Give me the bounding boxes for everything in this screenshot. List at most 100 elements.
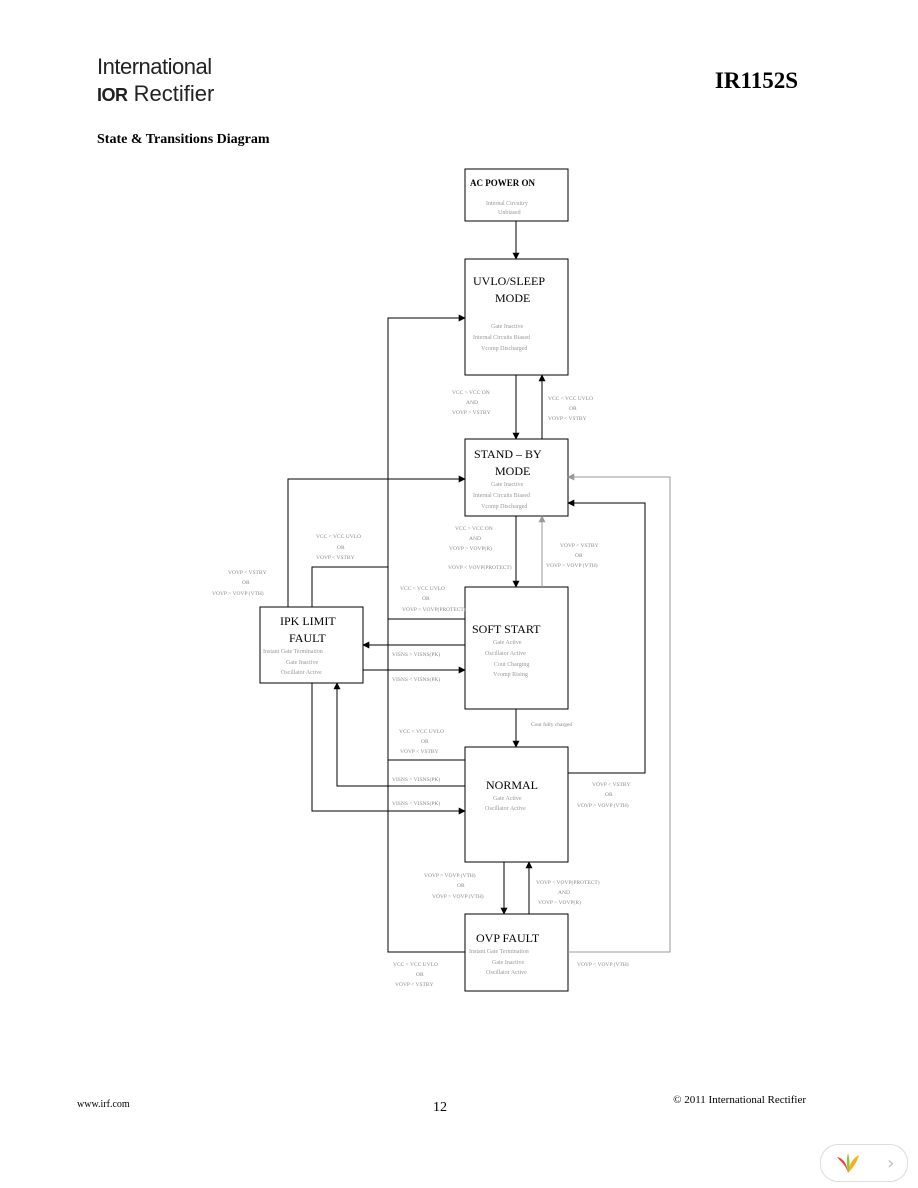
condition-ovp-to-normal: VOVP < VOVP(PROTECT) AND VOVP > VOVP(R) (536, 879, 600, 906)
svg-text:VOVP < VSTBY: VOVP < VSTBY (548, 416, 587, 422)
svg-text:VOVP > VOVP (VTH): VOVP > VOVP (VTH) (212, 590, 264, 597)
condition-standby-to-soft: VCC > VCC ON AND VOVP > VOVP(R) VOVP < V… (448, 526, 512, 571)
svg-text:VOVP > VOVP (VTH): VOVP > VOVP (VTH) (577, 802, 629, 809)
svg-text:VOVP > VOVP (VTH): VOVP > VOVP (VTH) (424, 872, 476, 879)
faint-transition-lines (538, 473, 671, 953)
arrow-ipk-to-standby (287, 475, 466, 607)
svg-text:VOVP < VOVP(PROTECT): VOVP < VOVP(PROTECT) (402, 606, 466, 613)
condition-normal-to-ovp: VOVP > VOVP (VTH) OR VOVP > VOVP (VTH) (424, 872, 484, 900)
svg-text:VCC > VCC ON: VCC > VCC ON (452, 390, 490, 396)
state-soft-start: SOFT START Gate Active Oscillator Active… (464, 586, 569, 710)
svg-text:AND: AND (558, 890, 570, 896)
svg-text:VOVP > VSTBY: VOVP > VSTBY (452, 410, 491, 416)
arrow-normal-to-standby (567, 499, 646, 774)
state-standby: STAND – BY MODE Gate Inactive Internal C… (464, 438, 569, 517)
state-title: IPK LIMIT (280, 614, 336, 628)
arrow-ovp-to-standby (567, 473, 671, 953)
svg-text:AND: AND (466, 400, 478, 406)
condition-soft-to-normal: Cout fully charged (531, 721, 572, 728)
svg-text:OR: OR (457, 883, 465, 889)
state-detail: Unbiased (498, 210, 521, 216)
svg-text:VOVP < VSTBY: VOVP < VSTBY (560, 543, 599, 549)
state-normal: NORMAL Gate Active Oscillator Active (464, 746, 569, 863)
transition-lines (287, 221, 646, 953)
state-detail: Gate Active (493, 796, 522, 802)
state-detail: Instant Gate Termination (263, 649, 323, 655)
viewer-widget[interactable]: › (820, 1144, 908, 1182)
state-detail: Gate Inactive (491, 324, 523, 330)
state-detail: Vcomp Discharged (481, 346, 527, 352)
logo-rectifier-text: Rectifier (133, 81, 215, 106)
svg-text:VOVP < VSTBY: VOVP < VSTBY (400, 749, 439, 755)
condition-uvlo-to-standby: VCC > VCC ON AND VOVP > VSTBY (452, 390, 491, 416)
logo-international: International (97, 54, 212, 79)
condition-ovp-to-standby: VOVP < VOVP (VTH) (577, 961, 629, 968)
state-detail: Gate Inactive (492, 960, 524, 966)
state-detail: Oscillator Active (486, 970, 527, 976)
condition-ipk-to-normal: VISNS < VISNS(PK) (392, 800, 440, 807)
svg-text:OR: OR (422, 596, 430, 602)
state-detail: Internal Circuits Biased (473, 493, 530, 499)
state-detail: Oscillator Active (485, 806, 526, 812)
svg-text:VCC < VCC UVLO: VCC < VCC UVLO (400, 586, 445, 592)
logo-ior-mark: IOR (97, 85, 128, 105)
state-detail: Vcomp Rising (493, 672, 528, 678)
state-detail: Gate Inactive (491, 482, 523, 488)
condition-normal-to-standby: VOVP < VSTBY OR VOVP > VOVP (VTH) (577, 782, 631, 809)
svg-text:OR: OR (416, 972, 424, 978)
state-detail: Instant Gate Termination (469, 949, 529, 955)
state-title: MODE (495, 464, 530, 478)
condition-soft-to-ipk: VISNS > VISNS(PK) (392, 651, 440, 658)
svg-text:VCC < VCC UVLO: VCC < VCC UVLO (316, 534, 361, 540)
state-uvlo-sleep: UVLO/SLEEP MODE Gate Inactive Internal C… (464, 258, 569, 376)
state-title: STAND – BY (474, 447, 542, 461)
state-title: NORMAL (486, 778, 538, 792)
state-detail: Cout Charging (494, 662, 529, 668)
svg-text:VCC < VCC UVLO: VCC < VCC UVLO (399, 729, 444, 735)
state-title: OVP FAULT (476, 931, 540, 945)
state-title: FAULT (289, 631, 326, 645)
chevron-right-icon[interactable]: › (887, 1152, 895, 1174)
condition-ovp-to-uvlo: VCC < VCC UVLO OR VOVP < VSTBY (393, 962, 438, 988)
svg-text:VCC > VCC ON: VCC > VCC ON (455, 526, 493, 532)
svg-text:VOVP > VOVP (VTH): VOVP > VOVP (VTH) (432, 893, 484, 900)
footer-copyright: © 2011 International Rectifier (673, 1094, 806, 1106)
svg-text:OR: OR (569, 406, 577, 412)
condition-ipk-to-standby: VOVP < VSTBY OR VOVP > VOVP (VTH) (212, 570, 267, 597)
condition-ipk-to-soft: VISNS < VISNS(PK) (392, 676, 440, 683)
state-ovp-fault: OVP FAULT Instant Gate Termination Gate … (464, 913, 569, 992)
svg-text:VCC < VCC UVLO: VCC < VCC UVLO (393, 962, 438, 968)
condition-ipk-to-standby-upper: VCC < VCC UVLO OR VOVP < VSTBY (316, 534, 361, 561)
svg-text:AND: AND (469, 536, 481, 542)
arrow-bus-to-uvlo (387, 314, 466, 953)
state-detail: Oscillator Active (485, 651, 526, 657)
condition-standby-to-uvlo: VCC < VCC UVLO OR VOVP < VSTBY (548, 396, 593, 422)
line-ipk-to-bus (311, 566, 388, 607)
state-detail: Vcomp Discharged (481, 504, 527, 510)
state-title: SOFT START (472, 622, 541, 636)
state-detail: Oscillator Active (281, 670, 322, 676)
state-title: UVLO/SLEEP (473, 274, 545, 288)
state-detail: Gate Active (493, 640, 522, 646)
svg-text:OR: OR (605, 792, 613, 798)
state-detail: Internal Circuitry (486, 201, 528, 207)
page-number: 12 (433, 1100, 447, 1115)
condition-soft-to-standby: VOVP < VSTBY OR VOVP > VOVP (VTH) (546, 543, 599, 569)
svg-text:VOVP < VSTBY: VOVP < VSTBY (228, 570, 267, 576)
svg-text:VOVP > VOVP(R): VOVP > VOVP(R) (449, 545, 492, 552)
section-title: State & Transitions Diagram (97, 132, 270, 147)
svg-text:VOVP < VOVP(PROTECT): VOVP < VOVP(PROTECT) (448, 564, 512, 571)
condition-normal-to-bus: VCC < VCC UVLO OR VOVP < VSTBY (399, 729, 444, 755)
svg-text:VOVP < VSTBY: VOVP < VSTBY (592, 782, 631, 788)
svg-text:OR: OR (337, 545, 345, 551)
logo-rectifier: IOR Rectifier (97, 81, 214, 107)
svg-text:OR: OR (575, 553, 583, 559)
state-ac-power-on: AC POWER ON Internal Circuitry Unbiased (464, 168, 569, 222)
arrow-normal-to-ipk (333, 682, 465, 787)
svg-text:VOVP > VOVP (VTH): VOVP > VOVP (VTH) (546, 562, 598, 569)
svg-text:VOVP > VOVP(R): VOVP > VOVP(R) (538, 899, 581, 906)
state-detail: Gate Inactive (286, 660, 318, 666)
svg-text:VOVP < VSTBY: VOVP < VSTBY (316, 555, 355, 561)
svg-text:OR: OR (421, 739, 429, 745)
